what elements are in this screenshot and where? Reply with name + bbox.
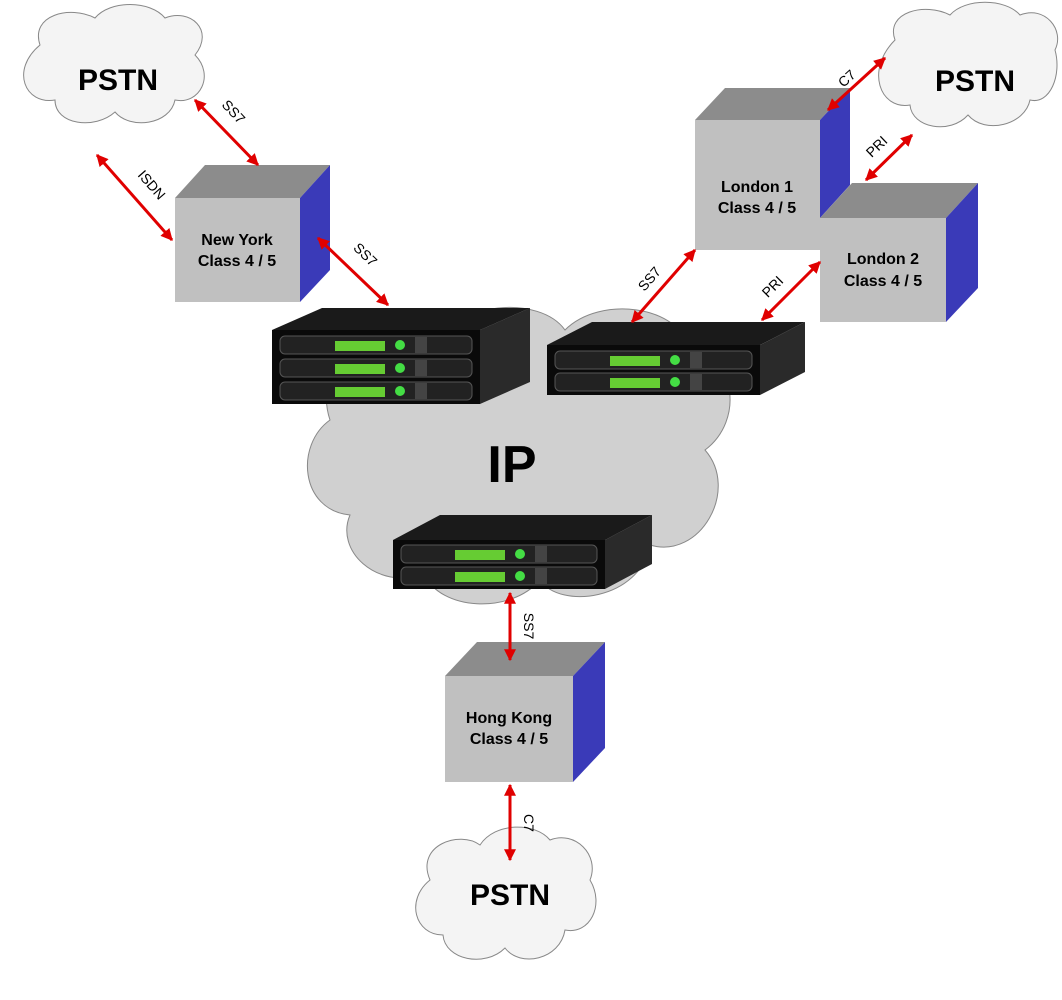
gateway-hk-unit-1 <box>400 544 598 564</box>
switch-london-1: London 1 Class 4 / 5 <box>695 88 850 250</box>
hong-kong-name: Hong Kong <box>466 710 552 727</box>
label-ny-pstn-isdn: ISDN <box>135 167 169 203</box>
gateway-london <box>547 322 805 395</box>
link-ny-pstn-isdn <box>95 154 174 241</box>
gateway-london-unit-2 <box>554 372 753 392</box>
link-london2-pstn-pri <box>864 133 914 182</box>
link-london2-gateway-pri <box>760 260 822 322</box>
gateway-hk-unit-2 <box>400 566 598 586</box>
switch-london-2: London 2 Class 4 / 5 <box>820 183 978 322</box>
link-london1-gateway-ss7 <box>630 249 697 323</box>
london-1-class: Class 4 / 5 <box>718 200 796 217</box>
switch-new-york: New York Class 4 / 5 <box>175 165 330 302</box>
label-hk-pstn-c7: C7 <box>521 814 537 832</box>
gateway-new-york <box>272 308 530 404</box>
london-2-class: Class 4 / 5 <box>844 273 922 290</box>
switch-hong-kong: Hong Kong Class 4 / 5 <box>445 642 605 782</box>
pstn-label-top-left: PSTN <box>78 64 158 97</box>
pstn-label-bottom: PSTN <box>470 879 550 912</box>
label-ny-gateway-ss7: SS7 <box>350 239 380 269</box>
ip-label: IP <box>487 436 536 494</box>
gateway-ny-unit-1 <box>279 335 473 355</box>
label-hk-gateway-ss7: SS7 <box>521 613 537 640</box>
gateway-ny-unit-2 <box>279 358 473 378</box>
pstn-cloud-top-left: PSTN <box>23 4 205 124</box>
london-2-name: London 2 <box>847 251 919 268</box>
gateway-ny-unit-3 <box>279 381 473 401</box>
gateway-hong-kong <box>393 515 652 589</box>
label-ny-pstn-ss7: SS7 <box>219 96 249 126</box>
link-ny-gateway-ss7 <box>316 236 390 307</box>
pstn-cloud-top-right: PSTN <box>878 1 1059 128</box>
gateway-london-unit-1 <box>554 350 753 370</box>
hong-kong-class: Class 4 / 5 <box>470 731 548 748</box>
link-ny-pstn-ss7 <box>193 98 260 167</box>
link-london1-pstn-c7 <box>826 56 887 112</box>
new-york-class: Class 4 / 5 <box>198 253 276 270</box>
new-york-name: New York <box>201 232 273 249</box>
label-london2-gateway-pri: PRI <box>759 273 787 301</box>
links <box>95 56 914 862</box>
london-1-name: London 1 <box>721 179 793 196</box>
label-london2-pstn-pri: PRI <box>863 133 891 161</box>
pstn-label-top-right: PSTN <box>935 65 1015 98</box>
pstn-cloud-bottom: PSTN <box>415 826 597 960</box>
